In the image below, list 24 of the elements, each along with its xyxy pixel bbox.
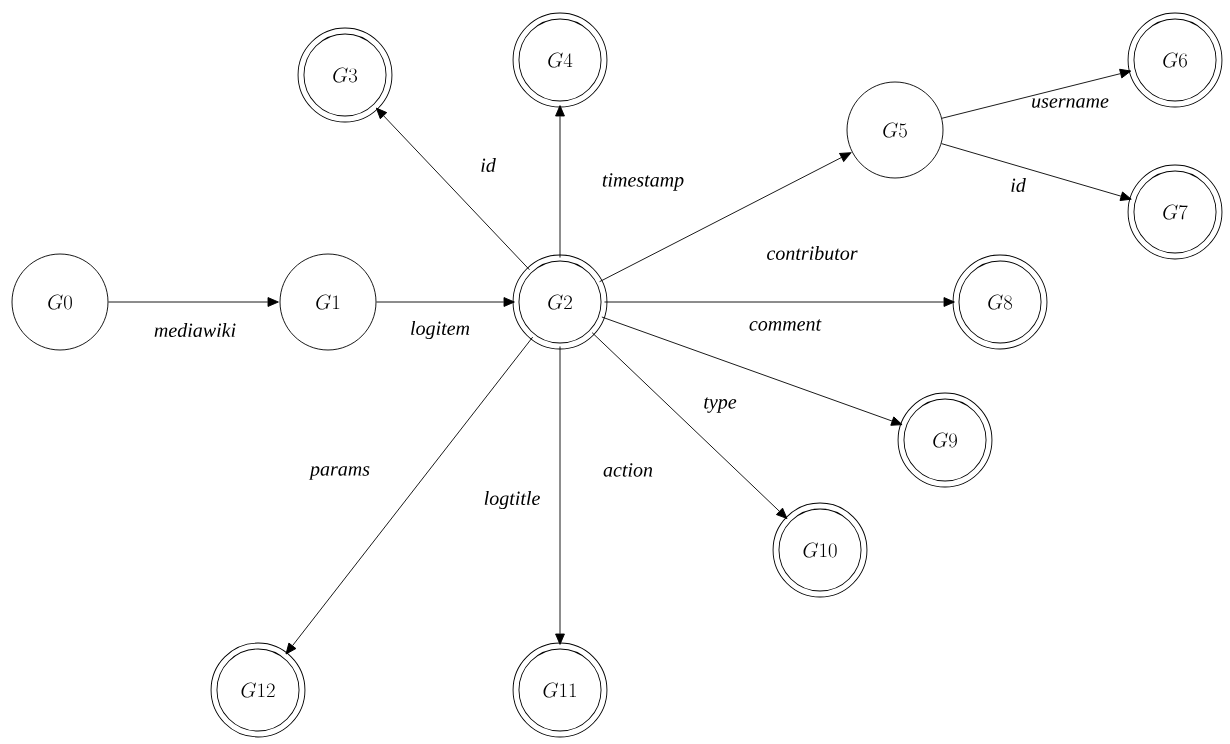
edge-label: id — [1009, 176, 1027, 194]
arrow — [375, 107, 530, 271]
edge-label: logtitle — [482, 489, 542, 511]
arrow — [555, 105, 565, 258]
edge-label: contributor — [765, 244, 859, 262]
edge-label: mediawiki — [152, 321, 238, 339]
edge-label: username — [1030, 97, 1110, 109]
arrow — [604, 297, 955, 307]
arrow — [108, 297, 279, 307]
arrow — [591, 332, 788, 519]
arrow — [376, 297, 515, 307]
arrow — [601, 316, 903, 426]
edge-label: params — [308, 465, 371, 481]
edge-label: type — [702, 396, 738, 414]
arrow — [555, 346, 565, 645]
edge-label: action — [602, 462, 654, 478]
edge-label: timestamp — [600, 172, 686, 192]
edge-label: logitem — [409, 319, 471, 341]
edge-label: id — [479, 156, 497, 174]
arrow — [599, 152, 852, 283]
arrow — [941, 68, 1132, 119]
arrow — [285, 336, 534, 655]
edge-label: comment — [747, 318, 823, 332]
arrow — [941, 143, 1132, 201]
